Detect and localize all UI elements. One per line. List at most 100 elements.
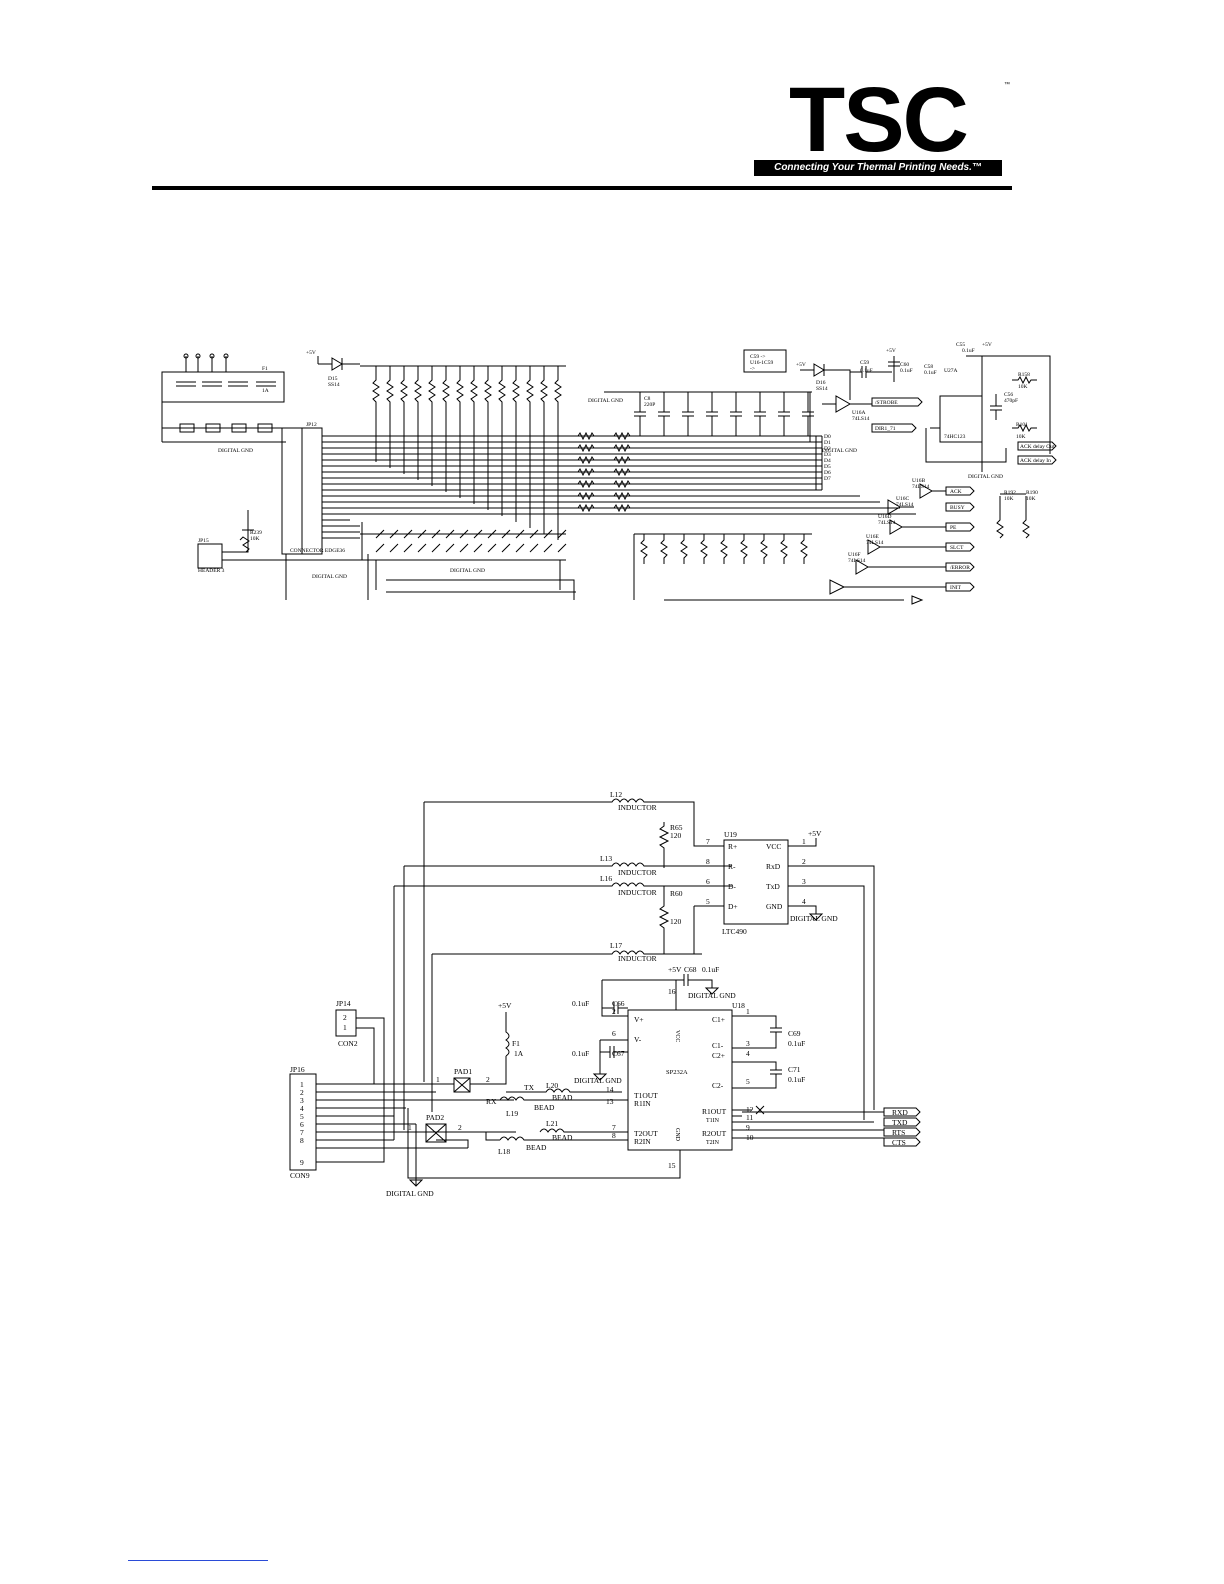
output-flags: [883, 1107, 921, 1147]
u18-pin-c1plus: C1+: [712, 1015, 725, 1024]
gnd-label-3: DIGITAL GND: [450, 568, 485, 574]
u18-gnd: GND: [674, 1128, 680, 1142]
output-rxd: RXD: [892, 1108, 908, 1117]
output-txd: TXD: [892, 1118, 908, 1127]
note-line-2: U16-1C59: [750, 360, 773, 366]
u19-num-2: 2: [802, 857, 806, 866]
jp14-ref: JP14: [336, 999, 351, 1008]
cap-c71-ref: C71: [788, 1065, 801, 1074]
chip-u16e-part: 74LS14: [866, 540, 884, 546]
tsc-logo: TSC ™ Connecting Your Thermal Printing N…: [754, 74, 1010, 176]
u18-num-11: 11: [746, 1113, 753, 1122]
jp16-pin-2: 2: [300, 1088, 304, 1097]
chip-u16e: U16E: [866, 534, 879, 540]
cap-c56: C56: [1004, 392, 1013, 398]
resistor-r60-ref: R60: [670, 889, 683, 898]
lower-resistor-row: [640, 534, 808, 564]
signal-pe: PE: [950, 525, 957, 531]
gnd-label-2: DIGITAL GND: [312, 574, 347, 580]
resistor-ref: R239: [250, 530, 262, 536]
u19-pin-rminus: R-: [728, 862, 736, 871]
inductor-l13: [404, 862, 732, 867]
inverter-u16d: [889, 519, 946, 535]
u19-vcc-net: [788, 838, 817, 847]
u18-pin-r2in: R2IN: [634, 1137, 651, 1146]
signal-ack: ACK: [950, 489, 962, 495]
u18-num-10: 10: [746, 1133, 754, 1142]
res-r192-value: 10K: [1004, 496, 1014, 502]
u18-ref: U18: [732, 1001, 745, 1010]
u18-num-5: 5: [746, 1077, 750, 1086]
signal-busy: BUSY: [950, 505, 965, 511]
signal-flags: [871, 397, 1057, 592]
u18-pin-t1out: T1OUT: [634, 1091, 658, 1100]
bottom-gnd-4: DIGITAL GND: [386, 1189, 434, 1198]
top-power-3: +5V: [886, 348, 896, 354]
gnd-label-5: DIGITAL GND: [822, 448, 857, 454]
res-r190: R190: [1026, 490, 1038, 496]
inverter-u16c: [887, 499, 914, 515]
cap-c69-ref: C69: [788, 1029, 801, 1038]
rx-label: RX: [486, 1097, 497, 1106]
signal-init: INIT: [950, 585, 962, 591]
chip-u16b-part: 74LS14: [912, 484, 930, 490]
output-rts: RTS: [892, 1128, 905, 1137]
top-diode-d16-part: SS14: [816, 386, 828, 392]
u18-pin-vplus: V+: [634, 1015, 644, 1024]
u19-rxd-net: [788, 865, 875, 1110]
bead-l18-label: BEAD: [526, 1143, 547, 1152]
u18-pin-c2minus: C2-: [712, 1081, 724, 1090]
jp16-label: CON9: [290, 1171, 310, 1180]
data-d4: D4: [824, 458, 831, 464]
bead-l19-ref: L19: [506, 1109, 518, 1118]
cap-c67-ref: C67: [612, 1049, 625, 1058]
bead-l21: [539, 1128, 628, 1133]
u18-pin-t2in: T2IN: [706, 1140, 720, 1146]
note-line-3: ->: [750, 366, 755, 372]
tx-label: TX: [524, 1083, 535, 1092]
u18-num-4: 4: [746, 1049, 750, 1058]
diode-d15: [318, 357, 360, 371]
u19-num-8: 8: [706, 857, 710, 866]
top-power-1: +5V: [306, 350, 316, 356]
header-label: HEADER 3: [198, 568, 225, 574]
inductor-l12: [424, 798, 695, 822]
u18-pin-c1minus: C1-: [712, 1041, 724, 1050]
cap-c66-ref: C66: [612, 999, 625, 1008]
u18-num-2: 2: [612, 1007, 616, 1016]
chip-u16f-part: 74LS14: [848, 558, 866, 564]
u18-part: SP232A: [666, 1069, 688, 1076]
note-line-1: C59 ->: [750, 354, 765, 360]
u18-pin-vminus: V-: [634, 1035, 642, 1044]
top-schematic: [161, 349, 1057, 605]
output-cts: CTS: [892, 1138, 906, 1147]
data-d0: D0: [824, 434, 831, 440]
bottom-schematic: [289, 798, 921, 1187]
u19-pin-gnd: GND: [766, 902, 783, 911]
u18-num-14: 14: [606, 1085, 614, 1094]
chip-u16d-part: 74LS14: [878, 520, 896, 526]
pad2-pin-1: 1: [408, 1123, 412, 1132]
bead-l19-label: BEAD: [534, 1103, 555, 1112]
pad2: [425, 1123, 447, 1143]
u19-pin-rplus: R+: [728, 842, 737, 851]
pullup-resistors: [372, 366, 562, 540]
u18-num-16: 16: [668, 987, 676, 996]
u19-ref: U19: [724, 830, 737, 839]
resistor-r60: [658, 886, 670, 954]
u18-num-12: 12: [746, 1105, 754, 1114]
cap-c71-value: 0.1uF: [788, 1075, 805, 1084]
footer-link-underline: [128, 1560, 268, 1561]
jp16-pin-9: 9: [300, 1158, 304, 1167]
fuse-value: 1A: [514, 1049, 524, 1058]
cap-c60-value: 0.1uF: [900, 368, 913, 374]
top-power-2: +5V: [796, 362, 806, 368]
bead-l18-ref: L18: [498, 1147, 510, 1156]
connector-label: CONNECTOR EDGE36: [290, 548, 345, 554]
inverter-u16e: [867, 539, 946, 555]
signal-dir1: DIR1_71: [875, 426, 896, 432]
top-fuse-ref: F1: [262, 366, 268, 372]
bottom-gnd-1: DIGITAL GND: [790, 914, 838, 923]
res-r192: R192: [1004, 490, 1016, 496]
gnd-label-1: DIGITAL GND: [218, 448, 253, 454]
